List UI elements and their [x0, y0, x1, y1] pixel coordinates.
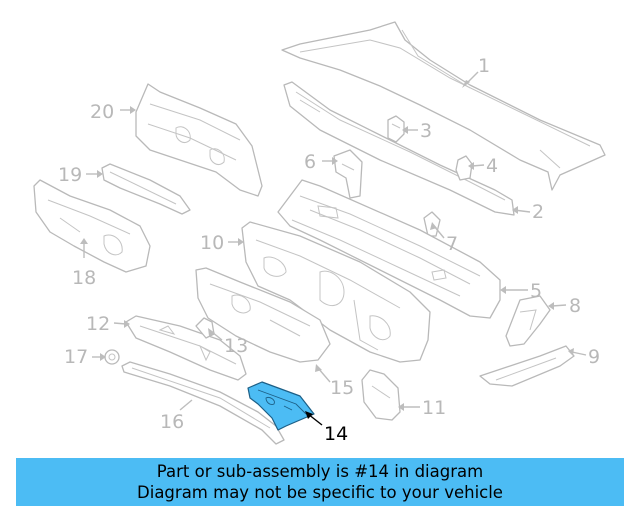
leader-lines [80, 71, 587, 426]
banner-line-2: Diagram may not be specific to your vehi… [137, 483, 503, 502]
part-12-cross-member [125, 315, 247, 381]
part-3-bracket [387, 115, 405, 143]
callout-3: 3 [420, 120, 432, 142]
part-20-side-panel [135, 83, 263, 197]
callout-16: 16 [160, 411, 184, 433]
part-17-nut [104, 349, 120, 365]
callout-15: 15 [330, 377, 354, 399]
part-19-side-strip [101, 163, 191, 215]
callout-6: 6 [304, 151, 316, 173]
callout-20: 20 [90, 101, 114, 123]
callout-1: 1 [478, 55, 490, 77]
info-banner: Part or sub-assembly is #14 in diagram D… [16, 458, 624, 506]
part-6-bracket [333, 149, 363, 199]
callout-19: 19 [58, 164, 82, 186]
callout-2: 2 [532, 201, 544, 223]
callout-18: 18 [72, 267, 96, 289]
part-8-bracket [505, 295, 551, 347]
part-15-lower-dash [195, 267, 331, 363]
callout-9: 9 [588, 346, 600, 368]
part-10-dash-main [241, 221, 431, 363]
part-4-bracket [455, 155, 473, 181]
callout-7: 7 [446, 233, 458, 255]
part-14-highlighted [247, 381, 315, 431]
callout-11: 11 [422, 397, 446, 419]
callout-12: 12 [86, 313, 110, 335]
part-9-strip [479, 345, 575, 387]
banner-line-1: Part or sub-assembly is #14 in diagram [156, 462, 484, 481]
callout-5: 5 [530, 280, 542, 302]
part-18-lower-side [33, 179, 151, 273]
callout-14: 14 [324, 423, 348, 445]
callout-13: 13 [224, 335, 248, 357]
part-11-panel [361, 369, 401, 421]
callout-numbers: 1 2 3 4 5 6 7 8 9 10 11 12 13 14 15 16 1… [58, 55, 600, 445]
part-2-cowl-lower [283, 81, 515, 216]
part-1-cowl-top [281, 21, 606, 191]
callout-17: 17 [64, 346, 88, 368]
callout-10: 10 [200, 232, 224, 254]
part-14-shape [247, 381, 315, 431]
part-16-rail [121, 361, 285, 445]
callout-4: 4 [486, 155, 498, 177]
callout-8: 8 [569, 295, 581, 317]
part-5-dash-upper [277, 179, 501, 319]
parts-diagram: 1 2 3 4 5 6 7 8 9 10 11 12 13 14 15 16 1… [33, 21, 606, 445]
